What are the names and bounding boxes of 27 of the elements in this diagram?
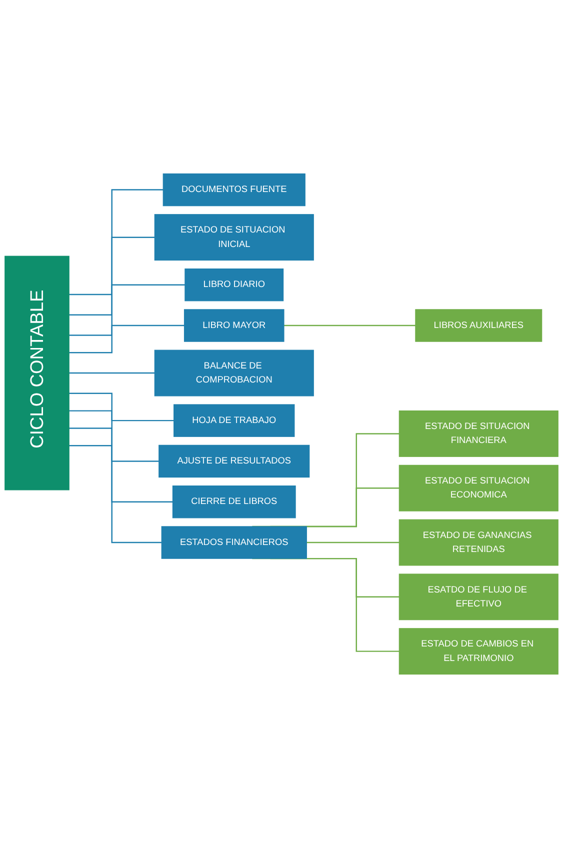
connector (69, 284, 186, 336)
node-box: LIBRO MAYOR (184, 309, 284, 342)
connector (69, 189, 164, 296)
connector (69, 445, 162, 544)
node-box: ESTADO DE GANANCIAS RETENIDAS (398, 519, 558, 566)
node-box: CIERRE DE LIBROS (172, 486, 296, 518)
node-box: ESTADO DE CAMBIOS EN EL PATRIMONIO (398, 628, 558, 675)
connector (69, 236, 156, 316)
node-box: HOJA DE TRABAJO (174, 404, 295, 437)
connector (69, 392, 174, 422)
node-box: LIBRO DIARIO (184, 268, 284, 302)
node-box: BALANCE DE COMPROBACION (154, 350, 314, 396)
node-box: ESATDO DE FLUJO DE EFECTIVO (398, 574, 558, 620)
node-box: LIBROS AUXILIARES (415, 309, 542, 342)
node-box: DOCUMENTOS FUENTE (162, 173, 306, 206)
node-box: ESTADO DE SITUACION INICIAL (154, 214, 314, 261)
connector (306, 542, 400, 544)
connector (69, 372, 156, 374)
connector (69, 428, 174, 502)
connector (69, 324, 185, 354)
node-box: AJUSTE DE RESULTADOS (158, 444, 310, 478)
node-box: ESTADO DE SITUACION ECONOMICA (398, 464, 558, 512)
connector (284, 324, 416, 326)
node-box: CICLO CONTABLE (4, 256, 70, 490)
node-box: ESTADOS FINANCIEROS (161, 526, 307, 559)
connector (69, 410, 160, 462)
node-box: ESTADO DE SITUACION FINANCIERA (398, 410, 558, 457)
